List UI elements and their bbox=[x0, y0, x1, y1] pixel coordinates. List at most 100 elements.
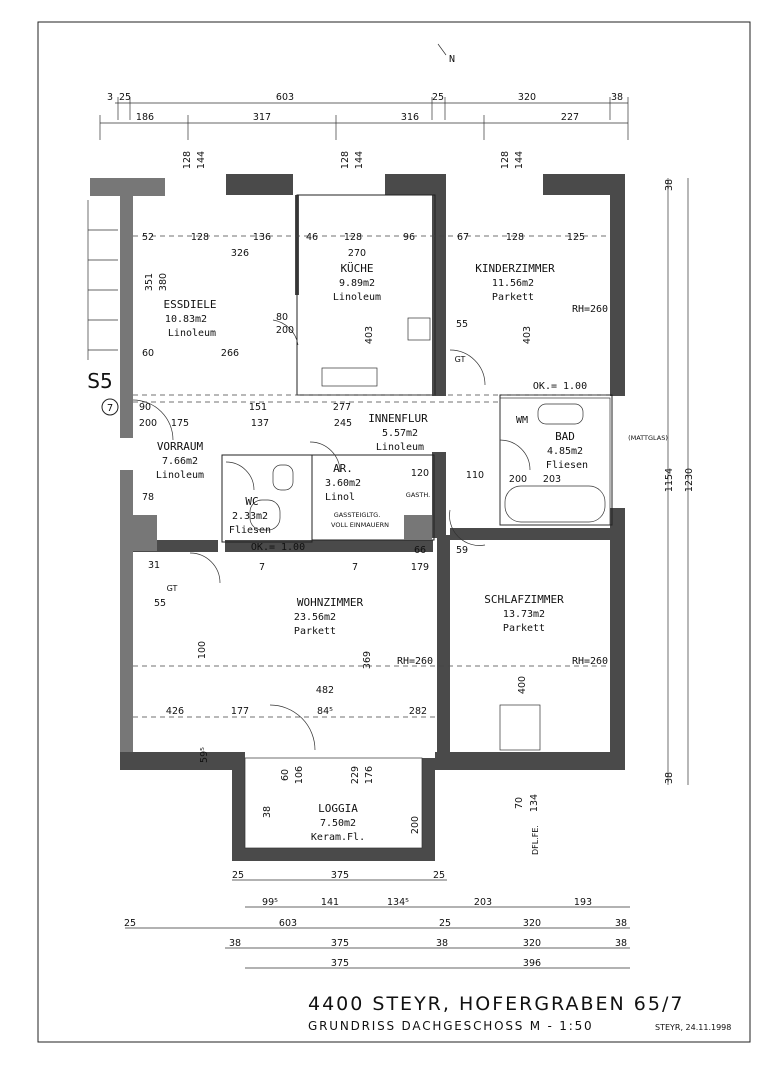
dimension-label: ESSDIELE bbox=[164, 298, 217, 311]
dimension-label: OK.= 1.00 bbox=[533, 381, 587, 392]
dimension-label: 179 bbox=[411, 562, 429, 573]
dimension-label: 351 bbox=[144, 273, 155, 291]
dimension-label: 270 bbox=[348, 248, 366, 259]
dimension-label: 128 bbox=[340, 151, 351, 169]
dimension-label: BAD bbox=[555, 430, 575, 443]
dimension-label: 1230 bbox=[684, 468, 695, 492]
dimension-label: 90 bbox=[139, 402, 151, 413]
dimension-label: 38 bbox=[615, 918, 627, 929]
dimension-label: 277 bbox=[333, 402, 351, 413]
dimension-label: 603 bbox=[276, 92, 294, 103]
dimension-label: 120 bbox=[411, 468, 429, 479]
dimension-label: INNENFLUR bbox=[368, 412, 428, 425]
plan-subtitle: GRUNDRISS DACHGESCHOSS M - 1:50 bbox=[308, 1019, 593, 1033]
dimension-label: 3.60m2 bbox=[325, 478, 361, 489]
dimension-label: RH=260 bbox=[397, 656, 433, 667]
dimension-label: 7 bbox=[259, 562, 265, 573]
dimension-label: OK.= 1.00 bbox=[251, 542, 305, 553]
dimension-label: 177 bbox=[231, 706, 249, 717]
dimension-label: WM bbox=[516, 415, 528, 426]
dimension-label: 38 bbox=[611, 92, 623, 103]
dimension-label: 60 bbox=[142, 348, 154, 359]
dimension-label: Linol bbox=[325, 492, 355, 503]
dimension-label: 1154 bbox=[664, 468, 675, 492]
dimension-label: 31 bbox=[148, 560, 160, 571]
dimension-label: 320 bbox=[523, 918, 541, 929]
dimension-label: 3 bbox=[107, 92, 113, 103]
dimension-label: 375 bbox=[331, 958, 349, 969]
dimension-label: 144 bbox=[196, 151, 207, 169]
dimension-label: 25 bbox=[124, 918, 136, 929]
dimension-label: 245 bbox=[334, 418, 352, 429]
address-title: 4400 STEYR, HOFERGRABEN 65/7 bbox=[308, 993, 684, 1015]
dimension-label: 380 bbox=[158, 273, 169, 291]
dimension-label: Parkett bbox=[503, 623, 545, 634]
dimension-label: (MATTGLAS) bbox=[628, 434, 668, 442]
dimension-label: Linoleum bbox=[333, 292, 381, 303]
gt-label: GT bbox=[455, 355, 466, 364]
dimension-label: 128 bbox=[191, 232, 209, 243]
north-label: N bbox=[449, 54, 455, 65]
dimension-label: 38 bbox=[229, 938, 241, 949]
dimension-label: SCHLAFZIMMER bbox=[484, 593, 564, 606]
place-date: STEYR, 24.11.1998 bbox=[655, 1023, 731, 1032]
dimension-label: 134⁵ bbox=[387, 897, 409, 908]
dimension-label: 46 bbox=[306, 232, 318, 243]
stair-label: S5 bbox=[87, 369, 112, 393]
dimension-label: 9.89m2 bbox=[339, 278, 375, 289]
sheet-border bbox=[37, 21, 751, 1043]
dimension-label: Linoleum bbox=[376, 442, 424, 453]
dimension-label: 25 bbox=[432, 92, 444, 103]
dimension-label: 186 bbox=[136, 112, 154, 123]
dimension-label: 320 bbox=[518, 92, 536, 103]
dimension-label: 134 bbox=[529, 794, 540, 812]
dimension-label: VORRAUM bbox=[157, 440, 204, 453]
dimension-label: 7.66m2 bbox=[162, 456, 198, 467]
dimension-label: 99⁵ bbox=[262, 897, 278, 908]
dimension-label: 128 bbox=[344, 232, 362, 243]
dimension-label: 52 bbox=[142, 232, 154, 243]
dimension-label: LOGGIA bbox=[318, 802, 358, 815]
dimension-label: Fliesen bbox=[229, 525, 271, 536]
dimension-label: 603 bbox=[279, 918, 297, 929]
dimensions-right: 38 1154 1230 38 bbox=[664, 178, 695, 785]
dimension-label: 80 bbox=[276, 312, 288, 323]
dimension-label: 59⁵ bbox=[199, 747, 210, 763]
dimension-label: 200 bbox=[276, 325, 294, 336]
dimension-label: GASSTEIGLTG. bbox=[334, 511, 381, 519]
dimension-label: 25 bbox=[439, 918, 451, 929]
dimension-label: KINDERZIMMER bbox=[475, 262, 555, 275]
dimension-label: 25 bbox=[119, 92, 131, 103]
dimension-label: 96 bbox=[403, 232, 415, 243]
dimension-label: 106 bbox=[294, 766, 305, 784]
dimension-label: 144 bbox=[354, 151, 365, 169]
dimension-label: 5.57m2 bbox=[382, 428, 418, 439]
dimension-label: 203 bbox=[474, 897, 492, 908]
dimension-label: 176 bbox=[364, 766, 375, 784]
dimension-label: 23.56m2 bbox=[294, 612, 336, 623]
dimension-label: 128 bbox=[182, 151, 193, 169]
dimension-label: 136 bbox=[253, 232, 271, 243]
dimension-label: 25 bbox=[433, 870, 445, 881]
dimension-label: 128 bbox=[500, 151, 511, 169]
dimension-label: 2.33m2 bbox=[232, 511, 268, 522]
dimension-label: 317 bbox=[253, 112, 271, 123]
dimension-label: 137 bbox=[251, 418, 269, 429]
dimension-label: Fliesen bbox=[546, 460, 588, 471]
dimension-label: 128 bbox=[506, 232, 524, 243]
dimension-label: 282 bbox=[409, 706, 427, 717]
dimension-label: 38 bbox=[436, 938, 448, 949]
dimension-label: Linoleum bbox=[168, 328, 216, 339]
dimension-label: 110 bbox=[466, 470, 484, 481]
dimension-label: 10.83m2 bbox=[165, 314, 207, 325]
dimensions-inner: 128 144 128 144 128 144 52 128 136 46 12… bbox=[139, 151, 585, 834]
dimension-label: 55 bbox=[456, 319, 468, 330]
dimension-label: 227 bbox=[561, 112, 579, 123]
